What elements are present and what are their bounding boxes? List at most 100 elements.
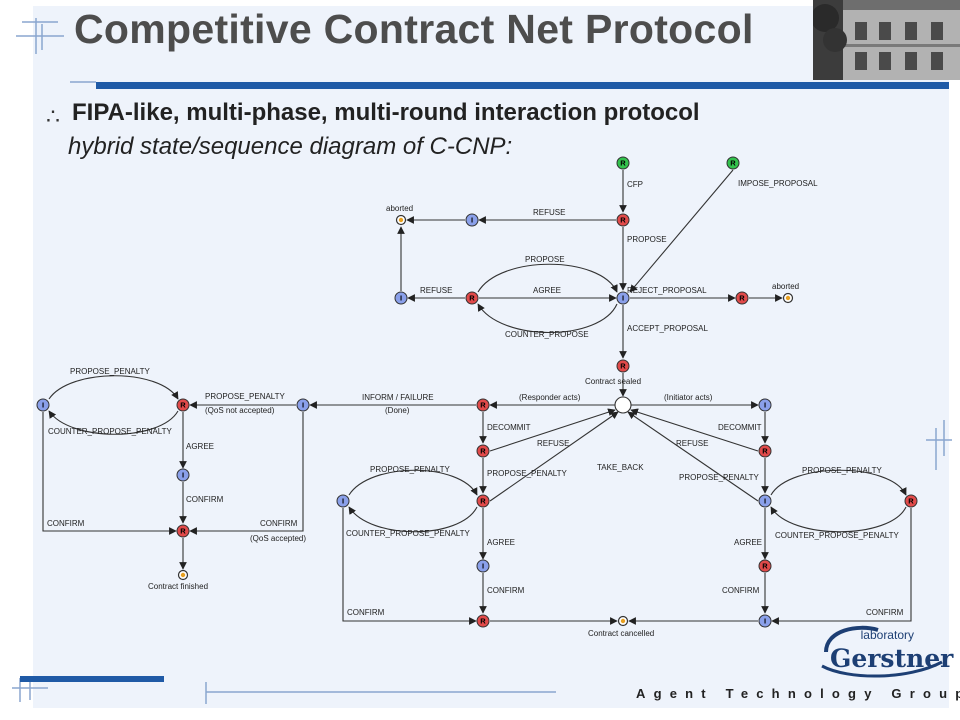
node-letter: R <box>620 216 626 225</box>
responder-inform: R <box>476 398 490 412</box>
node-letter: R <box>469 294 475 303</box>
edge-label-take_back: TAKE_BACK <box>597 463 644 472</box>
responder-cfp: R <box>616 213 630 227</box>
edge-label-qos_not_accepted: (QoS not accepted) <box>205 406 275 415</box>
initiator-decommit: I <box>758 398 772 412</box>
bullet-text: FIPA-like, multi-phase, multi-round inte… <box>72 99 700 126</box>
contract-cancelled-end <box>617 615 629 627</box>
initiator-cl-agree: I <box>476 559 490 573</box>
building-photo <box>813 0 960 80</box>
node-letter: R <box>180 401 186 410</box>
initiator-done: I <box>296 398 310 412</box>
edge-propose-penalty-far <box>48 375 179 400</box>
edge-label-counter_propose_penalty_cl: COUNTER_PROPOSE_PENALTY <box>346 529 471 538</box>
logo-small-text: laboratory <box>860 628 914 642</box>
edge-label-propose_penalty_cl: PROPOSE_PENALTY <box>370 465 451 474</box>
edge-label-propose_top: PROPOSE <box>627 235 667 244</box>
edge-counter-far <box>48 410 179 435</box>
edge-label-agree_cr: AGREE <box>734 538 762 547</box>
edge-propose-curve <box>477 263 618 293</box>
node-letter: R <box>180 527 186 536</box>
edge-takeback <box>489 411 619 502</box>
edge-label-agree_mid: AGREE <box>533 286 561 295</box>
initiator-left-top: I <box>394 291 408 305</box>
edge-label-qos_accepted: (QoS accepted) <box>250 534 306 543</box>
edge-label-refuse_center_left: REFUSE <box>537 439 569 448</box>
node-letter: I <box>342 497 344 506</box>
edge-counter-cr <box>770 506 907 533</box>
node-letter: R <box>739 294 745 303</box>
edge-impose <box>629 169 734 293</box>
edge-confirm-bottom-right <box>771 508 912 625</box>
responder-cr-far: R <box>904 494 918 508</box>
initiator-far-left: I <box>36 398 50 412</box>
edge-label-decommit_right: DECOMMIT <box>718 423 762 432</box>
edge-label-propose_penalty_left: PROPOSE_PENALTY <box>205 392 286 401</box>
edge-confirm-bottom-left <box>342 508 477 625</box>
subtitle-text: hybrid state/sequence diagram of C-CNP: <box>68 133 513 160</box>
node-letter: R <box>762 562 768 571</box>
responder-decommit: R <box>476 444 490 458</box>
node-letter: I <box>302 401 304 410</box>
edge-label-confirm_bottom_left: CONFIRM <box>347 608 385 617</box>
node-letter: R <box>620 159 626 168</box>
node-letter: I <box>764 617 766 626</box>
edge-refuse-cl <box>489 408 616 452</box>
initiator-cr: I <box>758 494 772 508</box>
edge-refuse-cr <box>630 408 759 452</box>
page-title: Competitive Contract Net Protocol <box>74 6 754 52</box>
edge-label-refuse_top: REFUSE <box>533 208 565 217</box>
node-letter: R <box>480 401 486 410</box>
node-letter: I <box>764 497 766 506</box>
node-letter: I <box>471 216 473 225</box>
responder-decommit-right: R <box>758 444 772 458</box>
initiator-main: I <box>616 291 630 305</box>
responder-left-confirm: R <box>176 524 190 538</box>
node-letter: I <box>622 294 624 303</box>
node-letter: R <box>480 497 486 506</box>
node-letter: R <box>762 447 768 456</box>
node-letter: I <box>42 401 44 410</box>
edge-label-responder_acts: (Responder acts) <box>519 393 581 402</box>
hub <box>614 396 632 414</box>
node-letter: I <box>764 401 766 410</box>
responder-cr-agree: R <box>758 559 772 573</box>
responder-reject: R <box>735 291 749 305</box>
edge-label-reject_proposal: REJECT_PROPOSAL <box>627 286 707 295</box>
footer-bar <box>20 676 164 682</box>
node-letter: R <box>908 497 914 506</box>
edge-label-propose_curve: PROPOSE <box>525 255 565 264</box>
edge-qos-accepted <box>189 412 304 535</box>
edge-label-inform_failure: INFORM / FAILURE <box>362 393 434 402</box>
edge-label-propose_penalty_cr2: PROPOSE_PENALTY <box>679 473 760 482</box>
edge-label-counter_propose_penalty_cr: COUNTER_PROPOSE_PENALTY <box>775 531 900 540</box>
edge-label-initiator_acts: (Initiator acts) <box>664 393 713 402</box>
edge-confirm-far-left <box>42 412 177 535</box>
initiator-refuse: I <box>465 213 479 227</box>
node-letter: R <box>480 617 486 626</box>
initiator-cl-far: I <box>336 494 350 508</box>
responder-penalty-left: R <box>176 398 190 412</box>
edge-label-decommit_left: DECOMMIT <box>487 423 531 432</box>
edge-label-aborted_top: aborted <box>386 204 413 213</box>
edge-label-confirm_left_mid: CONFIRM <box>186 495 224 504</box>
node-letter: I <box>400 294 402 303</box>
node-letter: I <box>182 471 184 480</box>
edge-label-contract_finished: Contract finished <box>148 582 208 591</box>
responder-negotiation: R <box>465 291 479 305</box>
edge-label-propose_penalty_far: PROPOSE_PENALTY <box>70 367 151 376</box>
responder-sealed: R <box>616 359 630 373</box>
responder-cl-confirm: R <box>476 614 490 628</box>
edge-label-done: (Done) <box>385 406 410 415</box>
edge-counter-cl <box>348 506 478 533</box>
start-initiator: R <box>616 156 630 170</box>
node-letter: I <box>482 562 484 571</box>
impose-responder: R <box>726 156 740 170</box>
edge-label-counter_propose_penalty_far: COUNTER_PROPOSE_PENALTY <box>48 427 173 436</box>
edge-label-propose_penalty_cr: PROPOSE_PENALTY <box>802 466 883 475</box>
edge-label-cfp: CFP <box>627 180 643 189</box>
edge-label-contract_sealed: Contract sealed <box>585 377 641 386</box>
edge-label-counter_propose: COUNTER_PROPOSE <box>505 330 589 339</box>
